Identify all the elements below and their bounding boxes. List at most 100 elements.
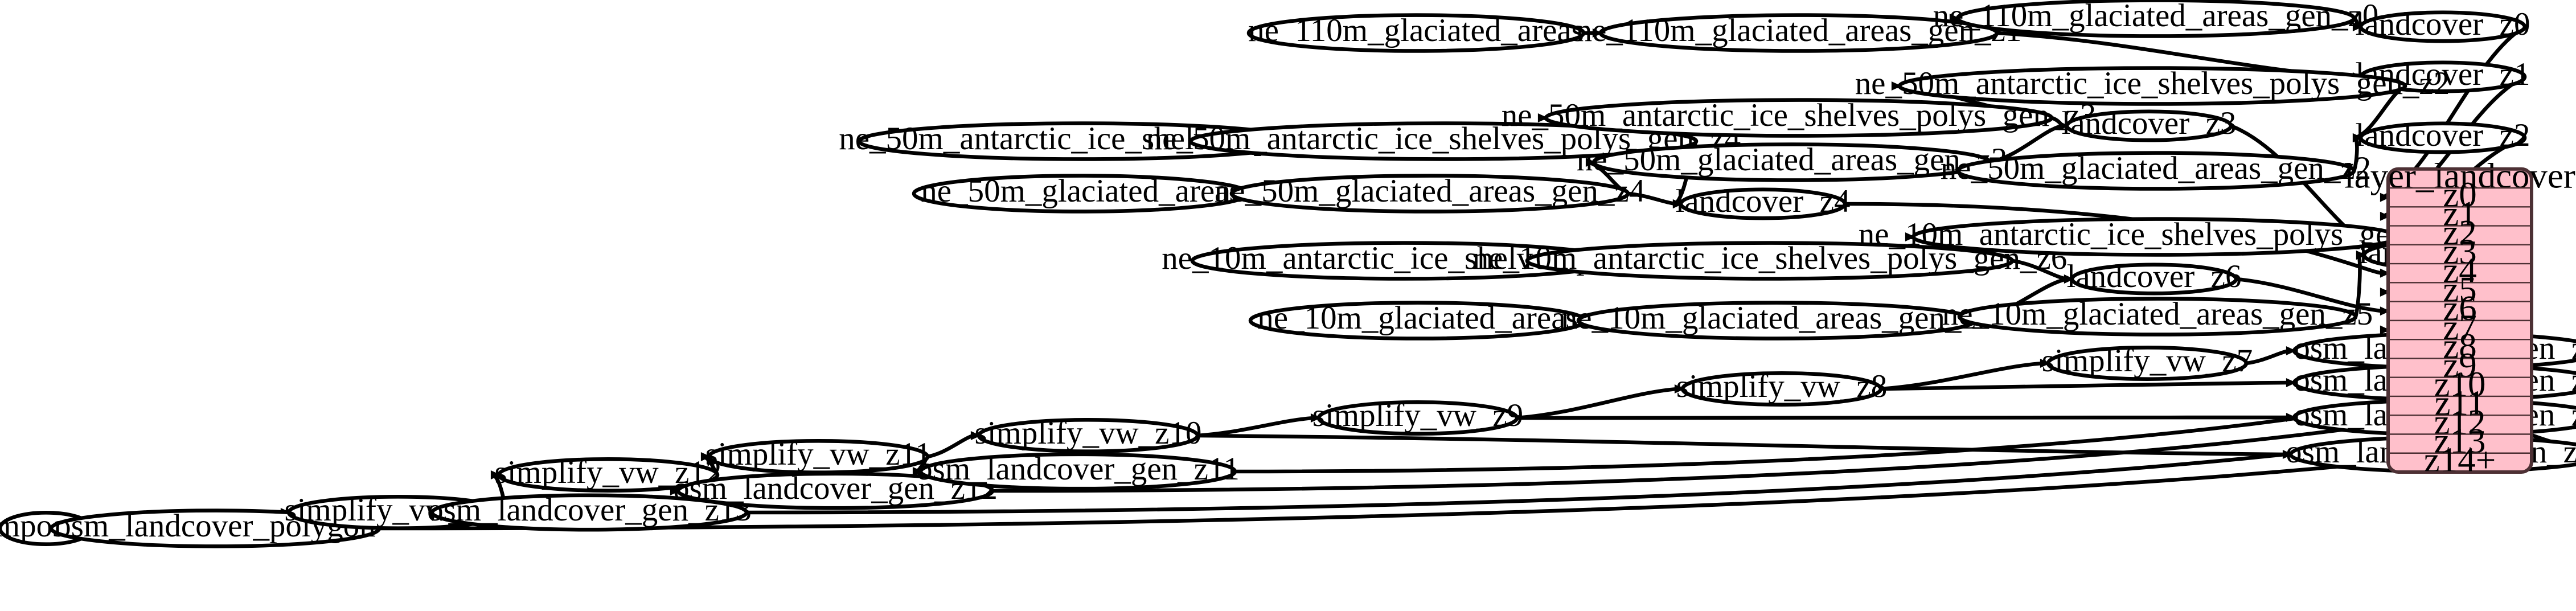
node-landcover_z3[interactable]: landcover_z3 — [2061, 105, 2237, 142]
table-row-z0[interactable]: z0 — [2443, 175, 2476, 215]
node-shape — [1229, 174, 1630, 214]
node-simplify_vw_z11[interactable]: simplify_vw_z11 — [705, 436, 932, 474]
node-osm_landcover_gen_z11[interactable]: osm_landcover_gen_z11 — [916, 451, 1240, 491]
table-row-z7[interactable]: z7 — [2443, 307, 2476, 347]
node-landcover_z0[interactable]: landcover_z0 — [2355, 6, 2530, 43]
table-row-z5[interactable]: z5 — [2443, 269, 2476, 309]
node-ne_10m_antarctic_ice_shelves_polys_gen_z6[interactable]: ne_10m_antarctic_ice_shelves_polys_gen_z… — [1472, 240, 2068, 281]
node-label: ne_50m_antarctic_ice_shelves_polys_gen_z… — [1502, 97, 2097, 133]
table-outline — [2387, 167, 2533, 473]
node-osm_landcover_gen_z13[interactable]: osm_landcover_gen_z13 — [427, 492, 752, 532]
node-ne_10m_glaciated_areas[interactable]: ne_10m_glaciated_areas — [1248, 300, 1588, 341]
node-label: simplify_vw_z10 — [975, 415, 1202, 451]
node-shape — [2358, 121, 2527, 154]
table-row-z12[interactable]: z12 — [2434, 402, 2486, 442]
edge-arrowhead — [2380, 211, 2390, 221]
edge-arrowhead — [1674, 384, 1685, 394]
node-label: ne_50m_glaciated_areas_gen_z3 — [1577, 142, 2007, 178]
edge-arrowhead — [2380, 325, 2390, 335]
node-ne_110m_glaciated_areas_gen_z0[interactable]: ne_110m_glaciated_areas_gen_z0 — [1933, 0, 2379, 38]
node-ne_50m_glaciated_areas_gen_z2[interactable]: ne_50m_glaciated_areas_gen_z2 — [1941, 150, 2371, 191]
node-shape — [430, 493, 749, 532]
node-label: landcover_z0 — [2355, 6, 2530, 42]
node-shape — [2065, 109, 2233, 142]
node-shape — [1957, 297, 2358, 337]
node-landcover_z4[interactable]: landcover_z4 — [1675, 183, 1851, 220]
node-simplify_vw_z7[interactable]: simplify_vw_z7 — [2042, 343, 2253, 381]
node-landcover_z6[interactable]: landcover_z6 — [2066, 259, 2242, 296]
node-label: simplify_vw_z12 — [495, 454, 722, 490]
node-label: landcover_z6 — [2066, 259, 2241, 294]
node-ne_10m_antarctic_ice_shelves_polys_gen_z5[interactable]: ne_10m_antarctic_ice_shelves_polys_gen_z… — [1859, 216, 2454, 257]
table-row-z13[interactable]: z13 — [2434, 421, 2486, 461]
edge-arrowhead — [1585, 157, 1596, 167]
node-ne_110m_glaciated_areas[interactable]: ne_110m_glaciated_areas — [1246, 13, 1586, 53]
node-simplify_vw_z8[interactable]: simplify_vw_z8 — [1676, 368, 1887, 407]
edge-ne_50m_glaciated_areas_gen_z4--to--landcover_z4 — [1627, 191, 1676, 206]
node-ne_110m_glaciated_areas_gen_z1[interactable]: ne_110m_glaciated_areas_gen_z1 — [1576, 13, 2022, 53]
edge-arrowhead — [2352, 133, 2363, 143]
edge-arrowhead — [2356, 250, 2366, 260]
node-ne_10m_glaciated_areas_gen_z6[interactable]: ne_10m_glaciated_areas_gen_z6 — [1561, 300, 1992, 341]
node-label: landcover_z2 — [2355, 117, 2530, 153]
node-shape — [1680, 371, 1883, 407]
node-landcover_z2[interactable]: landcover_z2 — [2355, 117, 2530, 154]
table-row-z3[interactable]: z3 — [2443, 231, 2476, 271]
edge-arrowhead — [2380, 306, 2390, 316]
node-shape — [1955, 151, 2356, 191]
edge-landcover_z6--to--layer_landcover.z6 — [2235, 277, 2383, 313]
layer-landcover-table: layer_landcoverz0z1z2z3z4z5z6z7z8z9z10z1… — [2344, 155, 2575, 479]
node-label: simplify_vw_z11 — [705, 436, 932, 472]
edge-arrowhead — [2040, 358, 2050, 368]
table-row-z10[interactable]: z10 — [2434, 364, 2486, 404]
node-ne_50m_glaciated_areas_gen_z4[interactable]: ne_50m_glaciated_areas_gen_z4 — [1215, 173, 1645, 214]
node-shape — [497, 457, 720, 493]
node-shape — [1525, 241, 2015, 281]
node-shape — [977, 418, 1200, 453]
node-label: ne_10m_glaciated_areas_gen_z6 — [1561, 300, 1992, 336]
edge-arrowhead — [700, 452, 711, 462]
node-simplify_vw_z9[interactable]: simplify_vw_z9 — [1312, 397, 1523, 436]
edge-arrowhead — [2286, 346, 2296, 356]
node-shape — [2070, 263, 2238, 296]
node-shape — [1598, 13, 1999, 53]
table-row-z1[interactable]: z1 — [2443, 194, 2476, 233]
node-simplify_vw_z10[interactable]: simplify_vw_z10 — [975, 415, 1202, 453]
node-label: osm_landcover_gen_z11 — [916, 451, 1240, 487]
node-shape — [2358, 10, 2527, 43]
node-shape — [918, 452, 1237, 491]
table-row-z11[interactable]: z11 — [2435, 383, 2485, 423]
table-row-z14+[interactable]: z14+ — [2424, 440, 2496, 479]
edge-simplify_vw_z9--to--osm_landcover_gen_z9 — [1516, 415, 2289, 420]
node-label: ne_110m_glaciated_areas — [1248, 13, 1584, 48]
table-row-z2[interactable]: z2 — [2443, 212, 2476, 252]
node-label: simplify_vw_z7 — [2042, 343, 2253, 379]
edge-arrowhead — [1891, 81, 1902, 91]
node-simplify_vw_z12[interactable]: simplify_vw_z12 — [495, 454, 722, 493]
node-label: ne_110m_glaciated_areas_gen_z1 — [1576, 13, 2022, 48]
edge-simplify_vw_z7--to--osm_landcover_gen_z7 — [2246, 348, 2290, 366]
node-shape — [2046, 346, 2249, 381]
edge-arrowhead — [2058, 121, 2069, 131]
node-shape — [1316, 400, 1519, 436]
node-shape — [1246, 13, 1586, 53]
node-ne_50m_glaciated_areas[interactable]: ne_50m_glaciated_areas — [912, 173, 1251, 214]
table-row-z8[interactable]: z8 — [2443, 326, 2476, 366]
node-label: landcover_z4 — [1675, 183, 1850, 219]
table-row-z6[interactable]: z6 — [2443, 288, 2476, 328]
node-label: simplify_vw_z9 — [1312, 397, 1523, 433]
node-ne_50m_antarctic_ice_shelves_polys_gen_z2[interactable]: ne_50m_antarctic_ice_shelves_polys_gen_z… — [1855, 65, 2450, 106]
table-row-z9[interactable]: z9 — [2443, 345, 2476, 385]
table-row-z4[interactable]: z4 — [2443, 251, 2476, 290]
edge-arrowhead — [1592, 28, 1603, 38]
edge-arrowhead — [912, 466, 923, 477]
edge-ne_10m_glaciated_areas_gen_z5--to--landcover_z5 — [2353, 255, 2362, 317]
edge-arrowhead — [2064, 274, 2074, 284]
node-ne_10m_antarctic_ice_shelves_polys[interactable]: ne_10m_antarctic_ice_shelves_polys — [1162, 240, 1647, 281]
node-ne_10m_glaciated_areas_gen_z5[interactable]: ne_10m_glaciated_areas_gen_z5 — [1942, 296, 2373, 337]
node-shape — [707, 439, 930, 474]
edge-arrowhead — [2286, 378, 2296, 388]
node-ne_50m_antarctic_ice_shelves_polys_gen_z3[interactable]: ne_50m_antarctic_ice_shelves_polys_gen_z… — [1502, 97, 2097, 138]
node-shape — [1544, 98, 2054, 138]
